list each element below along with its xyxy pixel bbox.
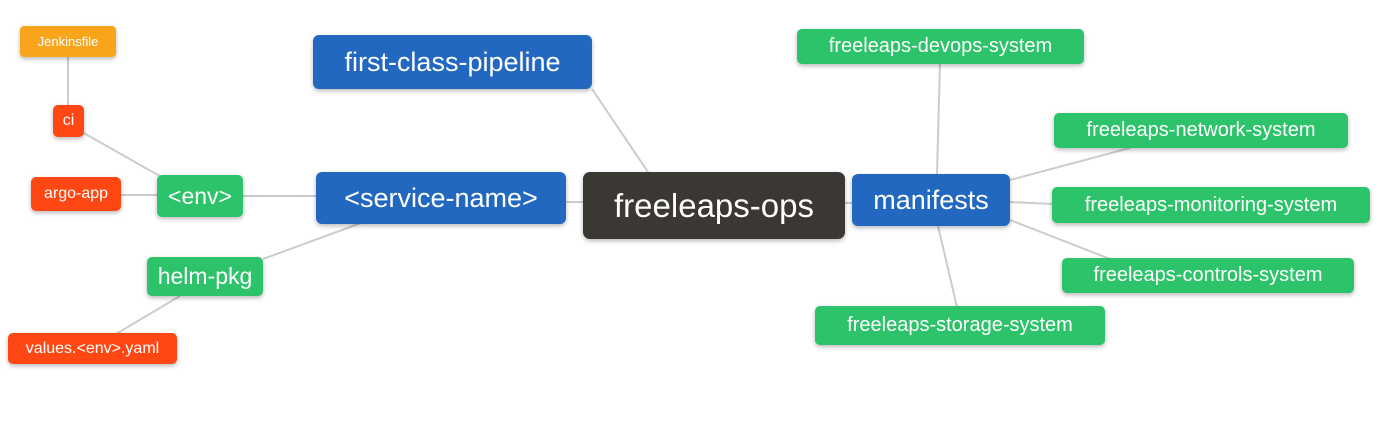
edge-manifests-storage xyxy=(937,225,958,308)
edge-manifests-devops xyxy=(936,62,941,176)
edge-values-helm-pkg xyxy=(115,295,181,335)
edge-ci-env xyxy=(81,131,166,180)
node-service-name[interactable]: <service-name> xyxy=(316,172,566,224)
node-freeleaps-devops-system[interactable]: freeleaps-devops-system xyxy=(797,29,1084,64)
node-jenkinsfile[interactable]: Jenkinsfile xyxy=(20,26,116,57)
node-freeleaps-storage-system[interactable]: freeleaps-storage-system xyxy=(815,306,1105,345)
node-manifests[interactable]: manifests xyxy=(852,174,1010,226)
node-freeleaps-controls-system[interactable]: freeleaps-controls-system xyxy=(1062,258,1354,293)
node-values-env-yaml[interactable]: values.<env>.yaml xyxy=(8,333,177,364)
node-freeleaps-network-system[interactable]: freeleaps-network-system xyxy=(1054,113,1348,148)
node-env[interactable]: <env> xyxy=(157,175,243,217)
edge-manifests-network xyxy=(1009,147,1131,181)
edge-manifests-monitoring xyxy=(1009,201,1054,205)
node-helm-pkg[interactable]: helm-pkg xyxy=(147,257,263,296)
edge-helm-pkg-service-name xyxy=(262,222,362,260)
node-freeleaps-ops[interactable]: freeleaps-ops xyxy=(583,172,845,239)
edge-manifests-controls xyxy=(1009,219,1111,260)
node-ci[interactable]: ci xyxy=(53,105,84,137)
node-argo-app[interactable]: argo-app xyxy=(31,177,121,211)
edge-pipeline-root xyxy=(591,88,649,173)
node-freeleaps-monitoring-system[interactable]: freeleaps-monitoring-system xyxy=(1052,187,1370,223)
node-first-class-pipeline[interactable]: first-class-pipeline xyxy=(313,35,592,89)
